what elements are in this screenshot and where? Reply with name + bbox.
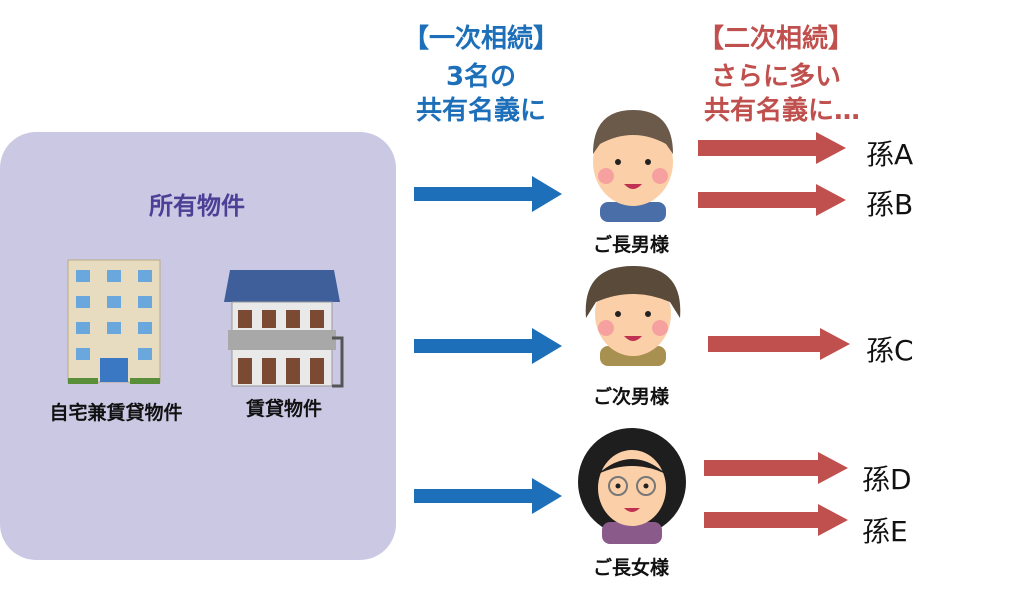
apartment-building-icon (67, 259, 161, 384)
rental-house-icon (224, 270, 344, 388)
red-arrow-d (704, 452, 848, 484)
property-box-title: 所有物件 (149, 192, 245, 220)
red-arrow-e (704, 504, 848, 536)
second-inheritance-title: 【二次相続】 (697, 24, 855, 54)
grandchild-e: 孫E (862, 515, 908, 548)
grandchild-d: 孫D (862, 463, 912, 496)
heir-label-eldest-daughter: ご長女様 (592, 557, 670, 579)
first-inheritance-line2: 共有名義に (415, 96, 547, 126)
first-inheritance-title: 【一次相続】 (402, 24, 560, 54)
red-arrow-b (698, 184, 846, 216)
second-son-icon (585, 266, 681, 366)
heir-label-second-son: ご次男様 (592, 386, 670, 408)
first-inheritance-line1: 3名の (445, 62, 517, 92)
grandchild-c: 孫C (866, 334, 914, 367)
heir-label-eldest-son: ご長男様 (592, 234, 670, 256)
blue-arrow-1 (414, 176, 562, 212)
second-inheritance-line2: 共有名義に… (703, 96, 861, 126)
property-label-rental: 賃貸物件 (245, 398, 323, 420)
blue-arrow-2 (414, 328, 562, 364)
blue-arrow-3 (414, 478, 562, 514)
second-inheritance-line1: さらに多い (710, 62, 842, 92)
eldest-son-icon (593, 110, 673, 222)
grandchild-a: 孫A (866, 138, 914, 171)
red-arrow-a (698, 132, 846, 164)
property-label-home-rental: 自宅兼賃貸物件 (49, 402, 183, 424)
eldest-daughter-icon (578, 428, 686, 544)
grandchild-b: 孫B (866, 188, 914, 221)
red-arrow-c (708, 328, 850, 360)
